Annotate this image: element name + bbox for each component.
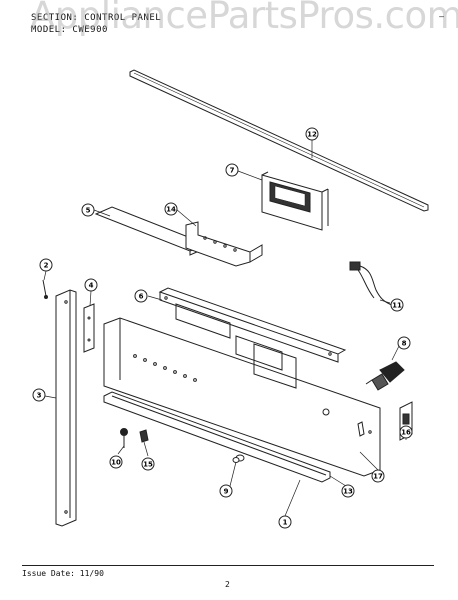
callout-2: 2 xyxy=(39,258,53,272)
svg-text:5: 5 xyxy=(86,207,91,215)
part-14-bracket xyxy=(185,221,263,267)
diagram-header: SECTION: CONTROL PANEL MODEL: CWE900 xyxy=(31,12,161,36)
svg-text:16: 16 xyxy=(401,429,411,437)
corner-mark: — xyxy=(439,12,444,21)
footer-rule xyxy=(22,565,434,566)
svg-text:17: 17 xyxy=(373,473,383,481)
callout-10: 10 xyxy=(109,455,123,469)
svg-text:9: 9 xyxy=(224,488,229,496)
callout-15: 15 xyxy=(141,457,155,471)
model-title: MODEL: CWE900 xyxy=(31,25,108,35)
part-6-upper-channel xyxy=(158,287,347,371)
part-11-wire-harness xyxy=(349,261,393,306)
watermark: AppliancePartsPros.com xyxy=(30,0,458,37)
part-17-clip xyxy=(357,421,365,437)
callout-9: 9 xyxy=(219,484,233,498)
callout-11: 11 xyxy=(390,298,404,312)
callout-16: 16 xyxy=(399,425,413,439)
section-title: SECTION: CONTROL PANEL xyxy=(31,13,162,23)
part-15-clip xyxy=(139,429,149,443)
svg-text:12: 12 xyxy=(307,131,317,139)
part-9-bushing xyxy=(232,454,245,463)
svg-text:3: 3 xyxy=(37,392,42,400)
callout-1: 1 xyxy=(278,515,292,529)
callout-markers: 12 7 5 14 2 4 6 11 8 3 16 17 9 10 15 13 … xyxy=(32,127,413,529)
svg-text:11: 11 xyxy=(392,302,402,310)
svg-text:7: 7 xyxy=(230,167,235,175)
issue-date: Issue Date: 11/90 xyxy=(22,569,104,578)
svg-text:8: 8 xyxy=(402,340,407,348)
callout-6: 6 xyxy=(134,289,148,303)
callout-17: 17 xyxy=(371,469,385,483)
part-2-screw xyxy=(42,279,48,299)
svg-text:13: 13 xyxy=(343,488,353,496)
callout-7: 7 xyxy=(225,163,239,177)
callout-13: 13 xyxy=(341,484,355,498)
part-3-side-strip xyxy=(55,289,77,527)
svg-text:14: 14 xyxy=(166,206,176,214)
part-10-screw xyxy=(120,428,128,448)
svg-text:15: 15 xyxy=(143,461,153,469)
callout-3: 3 xyxy=(32,388,46,402)
svg-text:2: 2 xyxy=(44,262,49,270)
part-7-display-module xyxy=(261,171,329,231)
callout-5: 5 xyxy=(81,203,95,217)
callout-12: 12 xyxy=(305,127,319,141)
callout-8: 8 xyxy=(397,336,411,350)
svg-text:4: 4 xyxy=(89,282,94,290)
svg-text:10: 10 xyxy=(111,459,121,467)
part-4-side-bracket xyxy=(83,303,95,353)
part-1-bottom-trim xyxy=(103,391,331,483)
callout-4: 4 xyxy=(84,278,98,292)
page-number: 2 xyxy=(225,580,230,589)
svg-text:6: 6 xyxy=(139,293,144,301)
svg-text:1: 1 xyxy=(283,519,288,527)
callout-14: 14 xyxy=(164,202,178,216)
part-8-control-knob xyxy=(365,361,405,391)
